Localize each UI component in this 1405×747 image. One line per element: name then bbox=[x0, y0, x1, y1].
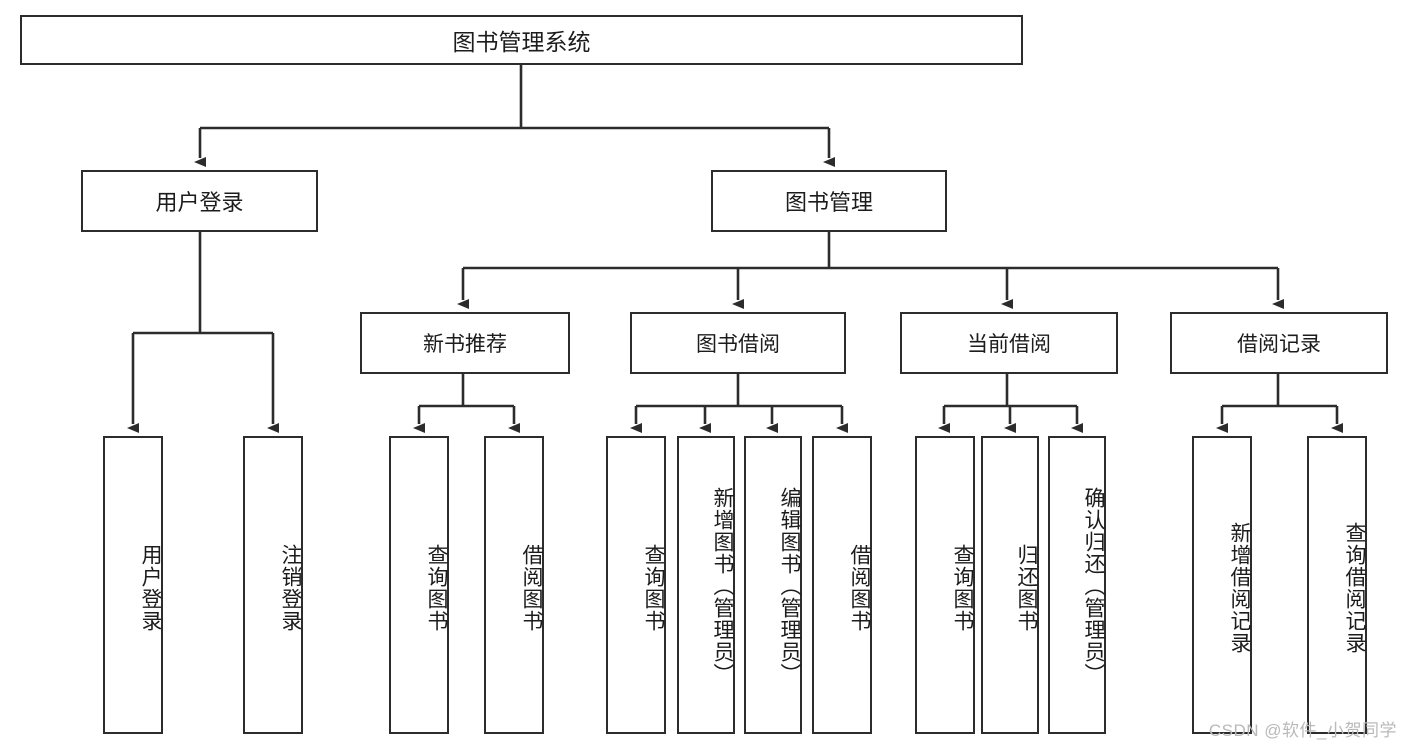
leaf-borrow-book-recommend[interactable]: 借阅图书 bbox=[484, 436, 544, 734]
node-book-management[interactable]: 图书管理 bbox=[711, 170, 947, 232]
node-book-borrow[interactable]: 图书借阅 bbox=[630, 312, 846, 374]
leaf-confirm-return[interactable]: 确认归还（管理员） bbox=[1048, 436, 1106, 734]
node-current-borrow[interactable]: 当前借阅 bbox=[900, 312, 1118, 374]
node-root[interactable]: 图书管理系统 bbox=[20, 15, 1023, 65]
leaf-add-borrow-record[interactable]: 新增借阅记录 bbox=[1192, 436, 1252, 734]
leaf-query-book-borrow[interactable]: 查询图书 bbox=[606, 436, 666, 734]
node-user-login[interactable]: 用户登录 bbox=[81, 170, 318, 232]
leaf-query-borrow-record[interactable]: 查询借阅记录 bbox=[1307, 436, 1367, 734]
node-borrow-record[interactable]: 借阅记录 bbox=[1170, 312, 1388, 374]
leaf-query-book-current[interactable]: 查询图书 bbox=[915, 436, 975, 734]
watermark-text: CSDN @软件_小贺同学 bbox=[1208, 721, 1397, 740]
leaf-user-logout[interactable]: 注销登录 bbox=[243, 436, 303, 734]
leaf-query-book-recommend[interactable]: 查询图书 bbox=[389, 436, 449, 734]
node-new-book-recommend[interactable]: 新书推荐 bbox=[360, 312, 570, 374]
leaf-add-book[interactable]: 新增图书（管理员） bbox=[677, 436, 735, 734]
leaf-user-login[interactable]: 用户登录 bbox=[103, 436, 163, 734]
leaf-edit-book[interactable]: 编辑图书（管理员） bbox=[744, 436, 802, 734]
leaf-borrow-book[interactable]: 借阅图书 bbox=[812, 436, 872, 734]
leaf-return-book[interactable]: 归还图书 bbox=[981, 436, 1039, 734]
